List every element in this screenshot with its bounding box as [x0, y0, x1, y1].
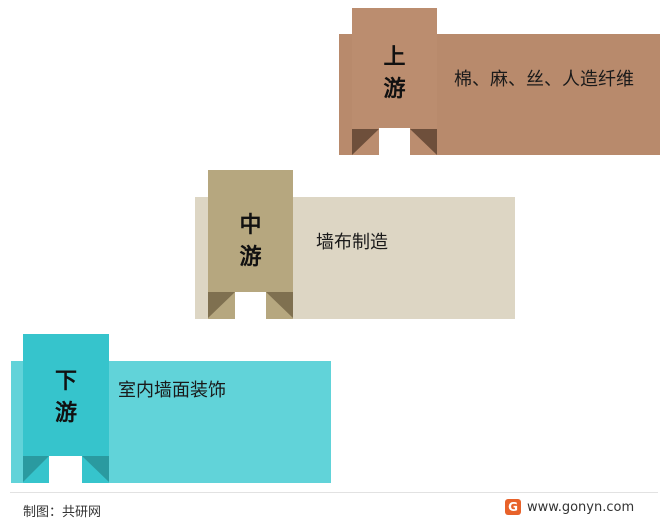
upstream-text: 棉、麻、丝、人造纤维: [454, 69, 634, 90]
upstream-fold-right: [410, 129, 437, 155]
midstream-tab: 中 游: [208, 170, 293, 319]
downstream-tab-label: 下 游: [23, 366, 109, 430]
upstream-fold-left: [352, 129, 379, 155]
midstream-fold-left: [208, 292, 235, 318]
source-credit: 制图：共研网: [23, 505, 102, 520]
upstream-tab-char-1: 上: [383, 45, 406, 70]
downstream-fold-left: [23, 456, 49, 482]
midstream-text: 墙布制造: [316, 232, 388, 253]
midstream-fold-right: [266, 292, 293, 318]
downstream-tab-char-2: 游: [54, 401, 77, 426]
gonyn-logo-icon: G: [505, 499, 521, 515]
midstream-notch: [235, 292, 266, 319]
downstream-notch: [49, 456, 82, 483]
downstream-tab-char-1: 下: [54, 369, 77, 394]
upstream-tab-char-2: 游: [383, 77, 406, 102]
site-brand: G www.gonyn.com: [505, 499, 634, 515]
downstream-text: 室内墙面装饰: [118, 380, 226, 401]
midstream-tab-char-2: 游: [239, 245, 262, 270]
downstream-fold-right: [82, 456, 109, 482]
site-url: www.gonyn.com: [527, 499, 635, 515]
midstream-tab-label: 中 游: [208, 210, 293, 274]
upstream-tab-label: 上 游: [352, 42, 437, 106]
downstream-tab: 下 游: [23, 334, 109, 483]
upstream-tab: 上 游: [352, 8, 437, 155]
footer-divider: [10, 492, 658, 493]
midstream-tab-char-1: 中: [239, 213, 262, 238]
upstream-notch: [379, 128, 410, 155]
